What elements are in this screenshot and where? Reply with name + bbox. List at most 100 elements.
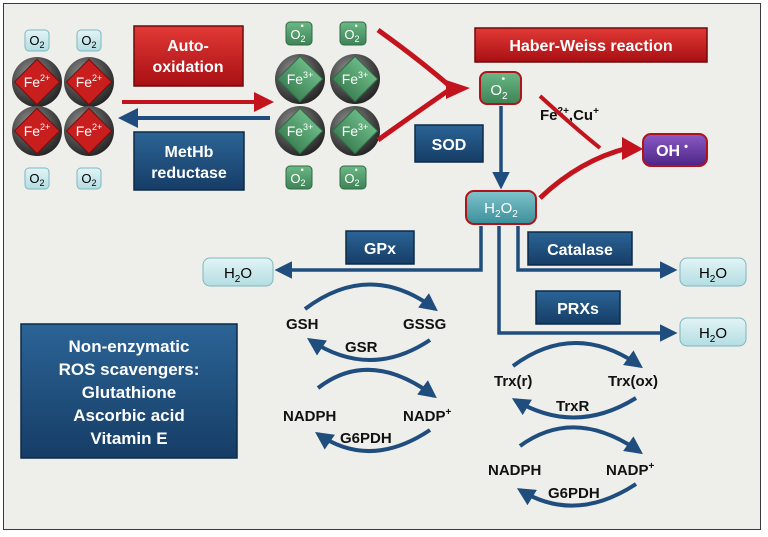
hydroxyl-arrowhead — [622, 137, 643, 160]
superoxide-ligand-top-right: O2• — [339, 21, 367, 46]
svg-text:Catalase: Catalase — [547, 242, 613, 259]
svg-text:ROS scavengers:: ROS scavengers: — [59, 360, 200, 379]
superoxide-ligand-top-left: O2• — [285, 21, 313, 46]
svg-text:O2•: O2• — [290, 21, 305, 44]
nadph-oxidation-arrow-trxr — [518, 425, 643, 455]
svg-text:H2O: H2O — [699, 325, 727, 345]
svg-text:H2O: H2O — [224, 265, 252, 285]
heme-sphere-fe3-4: Fe3+ — [330, 106, 380, 156]
svg-text:O2•: O2• — [290, 165, 305, 188]
gsh-label: GSH — [286, 316, 319, 333]
prxs-box: PRXs — [535, 290, 621, 325]
water-node-prxs: H2O — [679, 317, 747, 347]
sod-box: SOD — [414, 124, 484, 163]
hydrogen-peroxide-node: H2O2 — [465, 190, 537, 225]
prxs-arrow — [497, 226, 678, 342]
ferric-heme-cluster: O2• O2• Fe3+ Fe3+ Fe3+ Fe3+ O2• — [275, 21, 380, 190]
svg-text:Fe2+: Fe2+ — [76, 122, 103, 139]
heme-sphere-fe2-2: Fe2+ — [64, 57, 114, 107]
svg-text:Non-enzymatic: Non-enzymatic — [69, 337, 190, 356]
nadph-label-left: NADPH — [283, 408, 336, 425]
svg-text:H2O2: H2O2 — [484, 200, 518, 220]
o2-ligand-top-right: O2 — [76, 29, 102, 52]
nadph-label-right: NADPH — [488, 462, 541, 479]
autoxidation-box: Auto- oxidation — [133, 25, 244, 87]
heme-sphere-fe3-3: Fe3+ — [275, 106, 325, 156]
non-enzymatic-scavengers-box: Non-enzymatic ROS scavengers: Glutathion… — [20, 323, 238, 459]
nadp-label-right: NADP+ — [606, 461, 655, 479]
heme-sphere-fe3-1: Fe3+ — [275, 54, 325, 104]
nadph-oxidation-arrow-gsr — [316, 367, 437, 399]
water-node-gpx: H2O — [202, 257, 274, 287]
superoxide-node: O2• — [479, 71, 522, 105]
catalase-arrow — [516, 226, 678, 279]
heme-sphere-fe2-4: Fe2+ — [64, 106, 114, 156]
trx-oxidation-arrow — [511, 341, 643, 369]
svg-text:Fe3+: Fe3+ — [342, 122, 369, 139]
svg-text:O2•: O2• — [344, 165, 359, 188]
haber-weiss-arrow-upper — [538, 94, 602, 150]
svg-text:GPx: GPx — [364, 241, 396, 258]
svg-text:O2•: O2• — [490, 74, 508, 102]
superoxide-release-arrow-top — [376, 27, 454, 90]
g6pdh-label-left: G6PDH — [340, 430, 392, 447]
gsh-oxidation-arrow — [303, 282, 438, 312]
gpx-box: GPx — [345, 230, 415, 265]
o2-ligand-bottom-left: O2 — [24, 167, 50, 190]
svg-text:Fe3+: Fe3+ — [287, 70, 314, 87]
g6pdh-label-right: G6PDH — [548, 485, 600, 502]
g6pdh-reduction-arrow-left — [315, 428, 432, 453]
nadp-label-left: NADP+ — [403, 407, 452, 425]
catalase-box: Catalase — [527, 231, 633, 266]
superoxide-release-arrowhead — [446, 80, 470, 99]
svg-text:oxidation: oxidation — [152, 59, 223, 76]
svg-text:Fe3+: Fe3+ — [287, 122, 314, 139]
hydroxyl-radical-node: OH• — [642, 133, 708, 167]
methb-reductase-box: MetHb reductase — [133, 131, 245, 191]
svg-text:Vitamin E: Vitamin E — [90, 429, 167, 448]
svg-text:Fe2+: Fe2+ — [76, 73, 103, 90]
trxr-label: TrxR — [556, 398, 590, 415]
svg-text:Fe2+: Fe2+ — [24, 122, 51, 139]
gpx-arrow — [274, 226, 483, 279]
svg-text:Fe2+: Fe2+ — [24, 73, 51, 90]
svg-text:reductase: reductase — [151, 165, 227, 182]
haber-weiss-box: Haber-Weiss reaction — [474, 27, 708, 63]
g6pdh-reduction-arrow-right — [516, 482, 638, 508]
trx-oxidized-label: Trx(ox) — [608, 373, 658, 390]
o2-ligand-top-left: O2 — [24, 29, 50, 52]
metal-catalysts-label: Fe2+,Cu+ — [540, 106, 599, 124]
superoxide-ligand-bottom-left: O2• — [285, 165, 313, 190]
heme-sphere-fe2-1: Fe2+ — [12, 57, 62, 107]
o2-ligand-bottom-right: O2 — [76, 167, 102, 190]
water-node-catalase: H2O — [679, 257, 747, 287]
svg-text:H2O: H2O — [699, 265, 727, 285]
gssg-label: GSSG — [403, 316, 446, 333]
gsr-label: GSR — [345, 339, 378, 356]
svg-text:O2•: O2• — [344, 21, 359, 44]
svg-text:O2: O2 — [81, 33, 96, 50]
svg-text:Haber-Weiss reaction: Haber-Weiss reaction — [509, 38, 672, 55]
svg-text:O2: O2 — [81, 171, 96, 188]
svg-text:Auto-: Auto- — [167, 38, 209, 55]
gsr-reduction-arrow — [307, 338, 432, 362]
svg-text:O2: O2 — [29, 171, 44, 188]
heme-sphere-fe3-2: Fe3+ — [330, 54, 380, 104]
svg-text:Glutathione: Glutathione — [82, 383, 176, 402]
svg-text:Fe3+: Fe3+ — [342, 70, 369, 87]
svg-text:MetHb: MetHb — [165, 144, 214, 161]
superoxide-release-arrow-bottom — [376, 85, 454, 143]
svg-text:O2: O2 — [29, 33, 44, 50]
svg-text:Ascorbic acid: Ascorbic acid — [73, 406, 185, 425]
ferrous-heme-cluster: O2 O2 Fe2+ Fe2+ Fe2+ Fe2+ O2 — [12, 29, 114, 190]
superoxide-ligand-bottom-right: O2• — [339, 165, 367, 190]
heme-sphere-fe2-3: Fe2+ — [12, 106, 62, 156]
haber-weiss-arrow-lower — [538, 145, 629, 200]
svg-text:SOD: SOD — [432, 137, 467, 154]
svg-text:OH•: OH• — [656, 141, 688, 160]
svg-text:PRXs: PRXs — [557, 301, 599, 318]
trx-reduced-label: Trx(r) — [494, 373, 532, 390]
trxr-reduction-arrow — [511, 396, 638, 420]
